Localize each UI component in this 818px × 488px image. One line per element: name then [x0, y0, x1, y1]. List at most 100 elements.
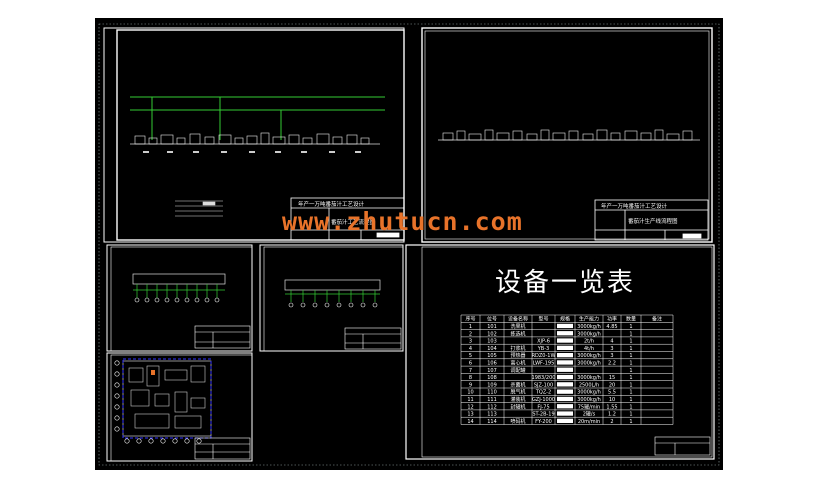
table-cell: 2.2 — [608, 360, 616, 366]
table-cell: TQZ-2 — [535, 390, 551, 396]
table-cell: 1 — [629, 404, 632, 410]
table-cell: 3 — [610, 353, 613, 359]
table-header-cell: 备注 — [652, 316, 662, 323]
table-cell: RDZ0-1W — [532, 353, 556, 359]
sheet-floor-plan — [106, 352, 253, 462]
table-cell: XJP-6 — [537, 339, 550, 345]
table-cell: 2500L/h — [579, 382, 599, 388]
table-cell: LWF-195 — [533, 360, 555, 366]
table-cell: 12 — [467, 404, 473, 410]
redacted-cell — [557, 411, 573, 416]
table-cell: 2罐/s — [583, 411, 596, 418]
table-cell: 103 — [487, 339, 497, 345]
table-cell: 15 — [609, 375, 615, 381]
table-cell: 110 — [487, 390, 497, 396]
table-cell: GZJ-1000 — [532, 397, 555, 403]
table-cell: 1 — [629, 331, 632, 337]
table-cell: 1 — [629, 382, 632, 388]
table-header-cell: 规格 — [560, 316, 570, 323]
table-cell: 4.85 — [606, 324, 617, 330]
table-cell: 1 — [629, 353, 632, 359]
redacted-cell — [557, 374, 573, 380]
table-cell: 3000kg/h — [577, 390, 601, 396]
table-cell: 脱气机 — [510, 389, 525, 396]
table-cell: 101 — [487, 324, 497, 330]
table-cell: 1 — [629, 346, 632, 352]
table-cell: 1 — [469, 324, 472, 330]
table-cell: 4t/h — [584, 346, 594, 352]
table-header-cell: 型号 — [538, 316, 548, 323]
table-cell: 9 — [469, 382, 472, 388]
redacted-cell — [557, 404, 573, 409]
redacted-cell — [557, 396, 573, 402]
table-cell: 拣选机 — [510, 330, 525, 337]
table-cell: 113 — [487, 412, 497, 418]
table-cell: 3000kg/h — [577, 324, 601, 330]
table-cell: 杀菌机 — [510, 381, 525, 388]
table-cell: 1 — [629, 339, 632, 345]
cad-sheets: 年产一万吨番茄汁工艺设计 番茄汁工艺流程图 年产一万吨番茄汁工艺设计 番茄汁 — [98, 23, 720, 466]
table-cell: 104 — [487, 346, 497, 352]
table-cell: YB-3 — [537, 346, 549, 352]
title-block-line2: 番茄汁生产线流程图 — [628, 217, 678, 225]
table-cell: 灌装机 — [510, 396, 525, 403]
table-cell: 102 — [487, 331, 497, 337]
table-cell: 3000kg/h — [577, 397, 601, 403]
redacted-cell — [557, 418, 573, 423]
table-cell: 20 — [609, 382, 615, 388]
table-cell: 1 — [629, 368, 632, 374]
table-cell: 3 — [610, 346, 613, 352]
redacted-cell — [557, 353, 573, 358]
table-cell: 109 — [487, 382, 497, 388]
sheet-equipment-list — [405, 244, 715, 460]
redacted-cell — [557, 338, 573, 343]
table-cell: 1 — [629, 324, 632, 330]
table-cell: 114 — [487, 419, 497, 425]
table-cell: 1 — [629, 419, 632, 425]
table-cell: 111 — [487, 397, 497, 403]
equipment-table-grid — [460, 314, 674, 425]
sheet-production-line: 年产一万吨番茄汁工艺设计 番茄汁生产线流程图 — [421, 27, 713, 243]
table-cell: 7 — [469, 368, 472, 374]
table-cell: 封罐机 — [510, 403, 525, 410]
table-cell: 1 — [629, 412, 632, 418]
watermark: www.zhutucn.com — [282, 207, 523, 236]
table-header-cell: 功率 — [607, 316, 617, 323]
table-header-cell: 数量 — [626, 316, 636, 323]
redacted-cell — [557, 389, 573, 394]
equipment-list-title: 设备一览表 — [495, 268, 636, 298]
table-cell: 3 — [469, 339, 472, 345]
table-cell: 6 — [469, 360, 472, 366]
table-header-cell: 设备名称 — [508, 316, 528, 323]
table-cell: 105 — [487, 353, 497, 359]
table-cell: 调配罐 — [510, 367, 525, 374]
table-cell: 13 — [467, 412, 473, 418]
table-cell: 10 — [609, 397, 615, 403]
table-cell: 3000kg/h — [577, 375, 601, 381]
table-cell: 1 — [629, 397, 632, 403]
table-cell: 107 — [487, 368, 497, 374]
table-cell: 1 — [629, 360, 632, 366]
redacted-cell — [557, 323, 573, 329]
sheet-process-flow: 年产一万吨番茄汁工艺设计 番茄汁工艺流程图 — [103, 27, 405, 243]
title-block-line2: 番茄汁工艺流程图 — [331, 218, 376, 226]
table-cell: 3000kg/h — [577, 331, 601, 337]
table-cell: 预热器 — [510, 352, 525, 359]
redacted-cell — [557, 382, 573, 387]
table-cell: 10 — [467, 390, 473, 396]
table-header-cell: 序号 — [465, 316, 475, 323]
table-cell: 2 — [610, 419, 613, 425]
table-header-cell: 生产能力 — [579, 316, 599, 323]
table-cell: ST-2B-19 — [532, 412, 554, 418]
sheet-elevation-b — [259, 244, 404, 352]
table-cell: 2 — [469, 331, 472, 337]
table-cell: 2t/h — [584, 339, 594, 345]
table-cell: 5 — [469, 353, 472, 359]
table-cell: 11 — [467, 397, 473, 403]
table-cell: 离心机 — [510, 359, 525, 366]
table-cell: FY-200 — [535, 419, 552, 425]
table-cell: 4 — [610, 339, 613, 345]
table-cell: 3000kg/h — [577, 360, 601, 366]
table-cell: 1 — [629, 390, 632, 396]
table-cell: 20m/min — [578, 419, 600, 425]
